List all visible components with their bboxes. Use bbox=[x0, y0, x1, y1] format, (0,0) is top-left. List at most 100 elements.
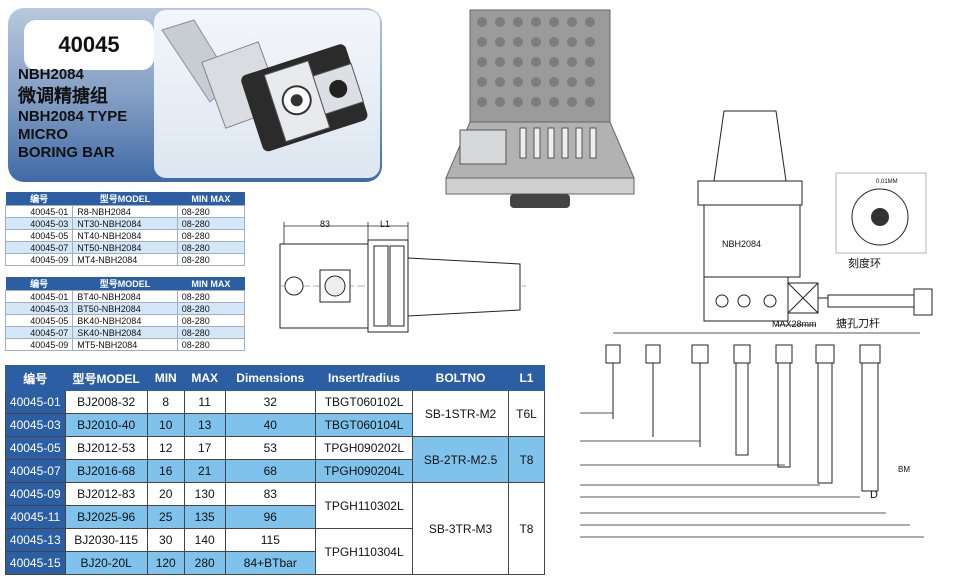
dial-label: 刻度环 bbox=[848, 258, 881, 270]
table-row: 40045-13 BJ2030-115 30 140 115 TPGH11030… bbox=[5, 528, 545, 575]
cell-dimensions: 115 bbox=[224, 528, 316, 552]
cell-model: BJ2010-40 bbox=[64, 413, 148, 437]
holder-table-2: 编号 型号MODEL MIN MAX 40045-01 BT40-NBH2084… bbox=[4, 277, 246, 351]
cell-max: 135 bbox=[183, 505, 226, 529]
cell-code: 40045-07 bbox=[4, 326, 74, 339]
cell-dimensions: 32 bbox=[224, 390, 316, 414]
cell-model: NT30-NBH2084 bbox=[72, 217, 178, 230]
cell-l1: T6L bbox=[507, 390, 546, 437]
cell-min: 120 bbox=[146, 551, 185, 575]
cell-dimensions: 40 bbox=[224, 413, 316, 437]
cell-max: 11 bbox=[183, 390, 226, 414]
product-title-block: NBH2084 微调精搪组 NBH2084 TYPE MICRO BORING … bbox=[18, 66, 168, 162]
cell-code: 40045-09 bbox=[4, 338, 74, 351]
cell-model: BJ2016-68 bbox=[64, 459, 148, 483]
cell-range: 08-280 bbox=[176, 217, 246, 230]
holder-table-1: 编号 型号MODEL MIN MAX 40045-01 R8-NBH2084 0… bbox=[4, 192, 246, 266]
col-header-code: 编号 bbox=[5, 192, 73, 206]
cell-model: BT50-NBH2084 bbox=[72, 302, 178, 315]
cell-insert: TPGH090202L bbox=[314, 436, 414, 460]
col-header-insert: Insert/radius bbox=[314, 365, 414, 391]
table-row: 40045-03 BJ2010-40 10 13 40 TBGT060104L bbox=[5, 413, 545, 437]
table-row: 40045-03 NT30-NBH2084 08-280 bbox=[4, 217, 246, 230]
assembly-drawing: NBH2084 MAX28mm 0.01MM 刻度环 搪孔刀杆 D BM bbox=[570, 105, 952, 545]
cell-range: 08-280 bbox=[176, 253, 246, 266]
cell-code: 40045-03 bbox=[4, 302, 74, 315]
col-header-code: 编号 bbox=[5, 277, 73, 291]
cell-model: BK40-NBH2084 bbox=[72, 314, 178, 327]
cell-range: 08-280 bbox=[176, 290, 246, 303]
col-header-bolt: BOLTNO bbox=[412, 365, 509, 391]
diameter-label: D bbox=[870, 489, 878, 501]
head-model-label: NBH2084 bbox=[722, 239, 762, 249]
cell-code: 40045-09 bbox=[5, 482, 66, 506]
cell-code: 40045-01 bbox=[5, 390, 66, 414]
table-row: 40045-07 BJ2016-68 16 21 68 TPGH090204L bbox=[5, 459, 545, 483]
cell-model: MT5-NBH2084 bbox=[72, 338, 178, 351]
cell-dimensions: 96 bbox=[224, 505, 316, 529]
dim-l1-label: L1 bbox=[380, 219, 391, 229]
cell-range: 08-280 bbox=[176, 229, 246, 242]
cell-bolt: SB-1STR-M2 bbox=[412, 390, 509, 437]
cell-min: 12 bbox=[146, 436, 185, 460]
cell-min: 10 bbox=[146, 413, 185, 437]
cell-max: 280 bbox=[183, 551, 226, 575]
table-row: 40045-09 MT4-NBH2084 08-280 bbox=[4, 253, 246, 266]
col-header-l1: L1 bbox=[507, 365, 546, 391]
cell-insert: TPGH110302L bbox=[314, 482, 414, 529]
cell-range: 08-280 bbox=[176, 241, 246, 254]
table-row: 40045-05 BK40-NBH2084 08-280 bbox=[4, 314, 246, 327]
cell-code: 40045-03 bbox=[5, 413, 66, 437]
cell-dimensions: 68 bbox=[224, 459, 316, 483]
table-row: 40045-03 BT50-NBH2084 08-280 bbox=[4, 302, 246, 315]
holder-side-view-drawing: 83 L1 bbox=[270, 214, 532, 344]
col-header-dimensions: Dimensions bbox=[224, 365, 316, 391]
product-title-cn: 微调精搪组 bbox=[18, 86, 108, 106]
cell-min: 20 bbox=[146, 482, 185, 506]
cell-code: 40045-07 bbox=[5, 459, 66, 483]
table-row: 40045-07 NT50-NBH2084 08-280 bbox=[4, 241, 246, 254]
cell-min: 8 bbox=[146, 390, 185, 414]
cell-code: 40045-07 bbox=[4, 241, 74, 254]
cell-code: 40045-13 bbox=[5, 528, 66, 552]
cell-max: 130 bbox=[183, 482, 226, 506]
dim-83-label: 83 bbox=[320, 219, 331, 229]
cell-bolt: SB-3TR-M3 bbox=[412, 482, 509, 575]
cell-insert: TBGT060102L bbox=[314, 390, 414, 414]
product-code: 40045 bbox=[24, 20, 154, 70]
cell-code: 40045-09 bbox=[4, 253, 74, 266]
col-header-min: MIN bbox=[146, 365, 185, 391]
cell-model: BT40-NBH2084 bbox=[72, 290, 178, 303]
col-header-range: MIN MAX bbox=[177, 192, 245, 206]
table-row: 40045-09 MT5-NBH2084 08-280 bbox=[4, 338, 246, 351]
cell-bolt: SB-2TR-M2.5 bbox=[412, 436, 509, 483]
cell-insert: TBGT060104L bbox=[314, 413, 414, 437]
cell-model: NT50-NBH2084 bbox=[72, 241, 178, 254]
table-row: 40045-15 BJ20-20L 120 280 84+BTbar bbox=[5, 551, 545, 575]
cell-insert: TPGH090204L bbox=[314, 459, 414, 483]
cell-model: BJ2012-83 bbox=[64, 482, 148, 506]
cell-code: 40045-03 bbox=[4, 217, 74, 230]
product-header-card: 40045 NBH2084 微调精搪组 NBH2084 TYPE MICRO B… bbox=[8, 8, 382, 182]
cell-insert: TPGH110304L bbox=[314, 528, 414, 575]
cell-max: 21 bbox=[183, 459, 226, 483]
table-row: 40045-05 BJ2012-53 12 17 53 TPGH090202L … bbox=[5, 436, 546, 483]
cell-dimensions: 84+BTbar bbox=[224, 551, 316, 575]
bm-label: BM bbox=[898, 465, 910, 474]
boring-bar-label: 搪孔刀杆 bbox=[836, 318, 880, 330]
cell-max: 13 bbox=[183, 413, 226, 437]
table-row: 40045-07 SK40-NBH2084 08-280 bbox=[4, 326, 246, 339]
cell-range: 08-280 bbox=[176, 205, 246, 218]
table-row: 40045-01 BT40-NBH2084 08-280 bbox=[4, 290, 246, 303]
cell-range: 08-280 bbox=[176, 302, 246, 315]
dial-scale-label: 0.01MM bbox=[876, 179, 898, 185]
cell-max: 17 bbox=[183, 436, 226, 460]
tool-case-photo bbox=[440, 8, 640, 213]
product-title-en-2: MICRO bbox=[18, 126, 68, 143]
cell-model: BJ2030-115 bbox=[64, 528, 148, 552]
cell-l1: T8 bbox=[507, 482, 546, 575]
cell-model: BJ2025-96 bbox=[64, 505, 148, 529]
cell-range: 08-280 bbox=[176, 314, 246, 327]
table-row: 40045-09 BJ2012-83 20 130 83 TPGH110302L… bbox=[5, 482, 546, 575]
cell-model: R8-NBH2084 bbox=[72, 205, 178, 218]
